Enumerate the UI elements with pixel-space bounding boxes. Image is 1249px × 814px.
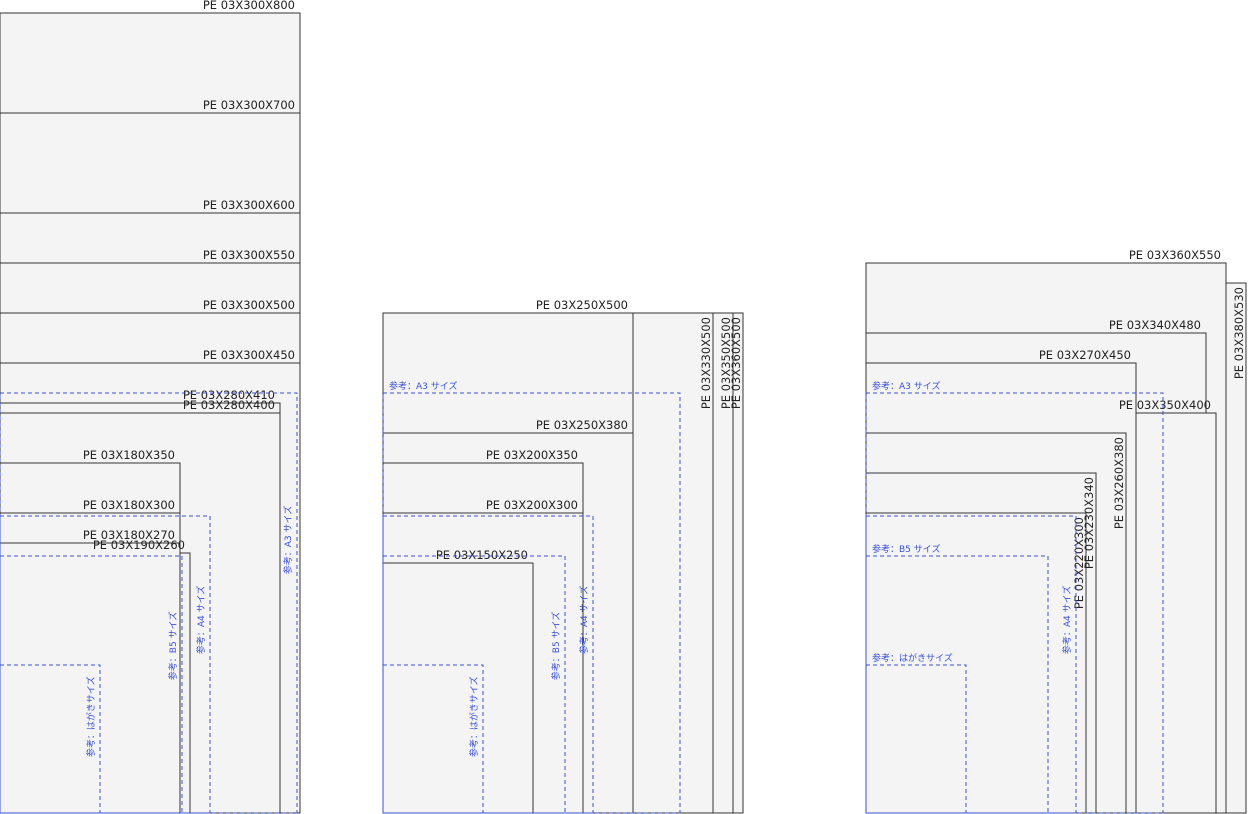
bag-label-pe-03x260x380: PE 03X260X380 xyxy=(1112,437,1126,529)
bag-label-pe-03x360x550: PE 03X360X550 xyxy=(1129,248,1221,262)
ref-label-a4: 参考：A4 サイズ xyxy=(195,586,207,654)
ref-label-b5: 参考：B5 サイズ xyxy=(550,612,562,681)
bag-label-pe-03x380x530: PE 03X380X530 xyxy=(1232,287,1246,379)
bag-label-pe-03x200x350: PE 03X200X350 xyxy=(486,448,578,462)
ref-label-postcard: 参考：はがきサイズ xyxy=(85,676,97,757)
ref-label-b5: 参考：B5 サイズ xyxy=(167,612,179,681)
ref-rect-a4 xyxy=(382,515,594,814)
bag-label-pe-03x300x700: PE 03X300X700 xyxy=(203,98,295,112)
bag-label-pe-03x180x300: PE 03X180X300 xyxy=(83,498,175,512)
bag-label-pe-03x340x480: PE 03X340X480 xyxy=(1109,318,1201,332)
bag-label-pe-03x230x340: PE 03X230X340 xyxy=(1082,477,1096,569)
ref-label-a3: 参考：A3 サイズ xyxy=(872,380,940,392)
ref-rect-a3 xyxy=(865,392,1164,814)
bag-rect-pe-03x180x270 xyxy=(0,542,181,814)
group-left: PE 03X300X800 PE 03X300X700 PE 03X300X600P… xyxy=(0,0,301,814)
bag-label-pe-03x280x400: PE 03X280X400 xyxy=(183,398,275,412)
ref-rect-postcard xyxy=(382,664,484,814)
ref-rect-b5 xyxy=(0,555,183,814)
bag-label-pe-03x300x500: PE 03X300X500 xyxy=(203,298,295,312)
ref-rect-postcard xyxy=(0,664,101,814)
ref-label-b5: 参考：B5 サイズ xyxy=(872,543,941,555)
ref-label-a4: 参考：A4 サイズ xyxy=(1061,586,1073,654)
bag-label-pe-03x250x500: PE 03X250X500 xyxy=(536,298,628,312)
bag-label-pe-03x180x270: PE 03X180X270 xyxy=(83,528,175,542)
bag-label-pe-03x180x350: PE 03X180X350 xyxy=(83,448,175,462)
ref-rect-a3 xyxy=(382,392,681,814)
bag-label-pe-03x220x300: PE 03X220X300 xyxy=(1072,517,1086,609)
bag-label-pe-03x300x800: PE 03X300X800 xyxy=(203,0,295,12)
bag-label-pe-03x360x500: PE 03X360X500 xyxy=(729,317,743,409)
ref-label-postcard: 参考：はがきサイズ xyxy=(872,652,953,664)
ref-label-a3: 参考：A3 サイズ xyxy=(389,380,457,392)
bag-label-pe-03x280x410: PE 03X280X410 xyxy=(183,388,275,402)
bag-label-pe-03x350x400: PE 03X350X400 xyxy=(1119,398,1211,412)
bag-label-pe-03x300x600: PE 03X300X600 xyxy=(203,198,295,212)
bag-label-pe-03x330x500: PE 03X330X500 xyxy=(699,317,713,409)
ref-rect-a3 xyxy=(0,392,298,814)
bag-label-pe-03x190x260: PE 03X190X260 xyxy=(93,538,185,552)
bag-label-pe-03x200x300: PE 03X200X300 xyxy=(486,498,578,512)
group-right: PE 03X380X530 PE 03X360X550 PE 03X340X480P… xyxy=(865,248,1247,814)
ref-rect-a4 xyxy=(0,515,211,814)
ref-rect-postcard xyxy=(865,664,967,814)
bag-label-pe-03x300x450: PE 03X300X450 xyxy=(203,348,295,362)
bag-label-pe-03x150x250: PE 03X150X250 xyxy=(436,548,528,562)
ref-label-a4: 参考：A4 サイズ xyxy=(578,586,590,654)
ref-label-a3: 参考：A3 サイズ xyxy=(282,506,294,574)
bag-rect-pe-03x150x250 xyxy=(382,562,534,814)
bag-label-pe-03x270x450: PE 03X270X450 xyxy=(1039,348,1131,362)
ref-label-postcard: 参考：はがきサイズ xyxy=(468,676,480,757)
bag-label-pe-03x300x550: PE 03X300X550 xyxy=(203,248,295,262)
ref-rect-a4 xyxy=(865,515,1077,814)
bag-label-pe-03x250x380: PE 03X250X380 xyxy=(536,418,628,432)
bag-label-pe-03x350x500: PE 03X350X500 xyxy=(719,317,733,409)
